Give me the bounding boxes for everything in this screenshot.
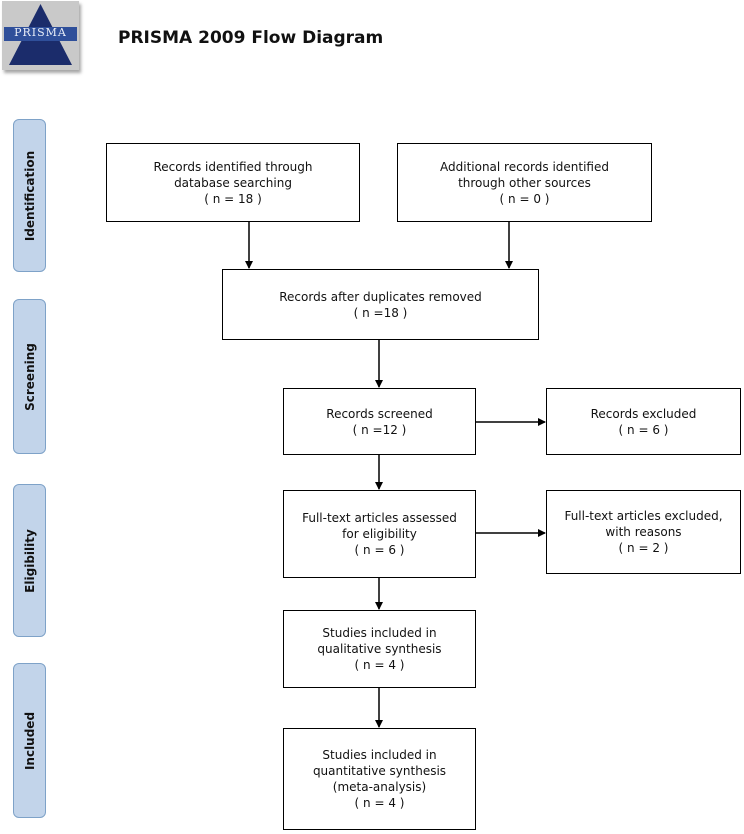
prisma-logo-graphic [4, 4, 77, 65]
box-duplicates-line1: Records after duplicates removed [279, 289, 482, 304]
box-excluded-count: ( n = 6 ) [618, 422, 669, 437]
box-excluded-line1: Records excluded [590, 406, 697, 421]
box-screened-line1: Records screened [326, 406, 433, 421]
box-quantitative-count: ( n = 4 ) [354, 796, 405, 810]
box-qualitative-line2: qualitative synthesis [317, 642, 442, 656]
box-database-line1: Records identified through [153, 159, 313, 174]
box-qualitative-line1: Studies included in [322, 626, 437, 640]
box-fulltext-excluded-count: ( n = 2 ) [618, 541, 669, 555]
box-qualitative-synthesis: Studies included in qualitative synthesi… [283, 610, 476, 688]
box-fulltext-excluded-line1: Full-text articles excluded, [564, 509, 723, 523]
box-other-sources: Additional records identified through ot… [397, 143, 652, 222]
phase-included: Included [13, 663, 46, 818]
box-fulltext-count: ( n = 6 ) [354, 543, 405, 557]
diagram-title: PRISMA 2009 Flow Diagram [118, 28, 384, 48]
box-database-count: ( n = 18 ) [204, 191, 262, 206]
box-qualitative-count: ( n = 4 ) [354, 658, 405, 672]
box-fulltext-excluded-line2: with reasons [605, 525, 682, 539]
box-records-excluded: Records excluded ( n = 6 ) [546, 388, 741, 455]
box-fulltext-line1: Full-text articles assessed [302, 511, 457, 525]
phase-identification: Identification [13, 119, 46, 272]
box-records-screened: Records screened ( n =12 ) [283, 388, 476, 455]
phase-eligibility: Eligibility [13, 484, 46, 637]
box-duplicates-count: ( n =18 ) [353, 305, 408, 320]
box-quantitative-line1: Studies included in [322, 748, 437, 762]
box-database-line2: database searching [174, 175, 292, 190]
box-database-records: Records identified through database sear… [106, 143, 360, 222]
box-screened-count: ( n =12 ) [352, 422, 407, 437]
box-other-count: ( n = 0 ) [499, 191, 550, 206]
box-duplicates-removed: Records after duplicates removed ( n =18… [222, 269, 539, 340]
box-quantitative-line2: quantitative synthesis [312, 764, 447, 778]
box-fulltext-line2: for eligibility [342, 527, 417, 541]
box-other-line2: through other sources [458, 175, 591, 190]
box-fulltext-excluded: Full-text articles excluded, with reason… [546, 490, 741, 574]
phase-screening: Screening [13, 299, 46, 454]
box-fulltext-assessed: Full-text articles assessed for eligibil… [283, 490, 476, 578]
prisma-logo: PRISMA [2, 1, 79, 70]
box-quantitative-line3: (meta-analysis) [332, 780, 427, 794]
prisma-logo-text: PRISMA [14, 26, 67, 39]
box-other-line1: Additional records identified [440, 159, 609, 174]
box-quantitative-synthesis: Studies included in quantitative synthes… [283, 728, 476, 830]
